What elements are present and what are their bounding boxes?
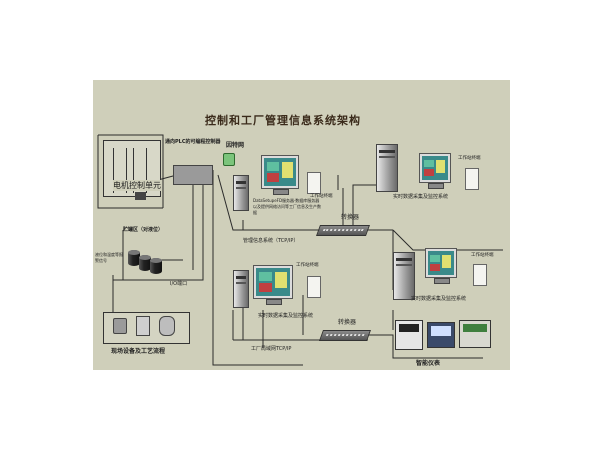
io-port-label: I/O端口 [170,281,188,287]
realtime-mid-right-label: 实时数据采集及监控系统 [411,296,467,302]
realtime-center-stand [266,299,282,305]
smart-instruments-label: 智能仪表 [416,360,441,367]
flowmeter-icon [159,316,175,336]
realtime-top-right-tower [376,144,398,192]
switch-top-label: 转换器 [341,214,360,221]
realtime-mid-right-tower [393,252,415,300]
printer-top-center [307,172,321,194]
architecture-diagram: 控制和工厂管理信息系统架构 电机控制单元 通向PLC的可编程控制器 因特网 工作… [93,80,510,370]
actuator-icon [136,316,150,336]
motor-icon [135,192,146,200]
mgmt-network-label: 管理信息系统（TCP/IP） [243,238,299,244]
storage-area-label: 贮罐区（对液位） [123,227,164,233]
realtime-center-monitor [253,265,293,299]
gateway-plc [173,165,213,185]
printer-bottom-center [307,276,321,298]
realtime-mid-right-monitor [425,248,457,278]
printer-top-right-label: 工作站终端 [458,156,481,161]
printer-top-center-label: 工作站终端 [310,194,333,199]
motor-cabinet-door-right [133,148,147,193]
realtime-top-right-monitor [419,153,451,183]
storage-desc: 液位和温度等报警信号 [95,252,123,263]
internet-icon [223,153,235,166]
gateway-label: 通向PLC的可编程控制器 [165,139,221,145]
valve-icon [113,318,127,334]
instrument-3 [459,320,491,348]
switch-bottom [318,330,372,341]
internet-label: 因特网 [226,142,245,149]
tank-1 [128,250,140,266]
realtime-center-label: 实时数据采集及监控系统 [258,313,314,319]
printer-mid-right-label: 工作站终端 [471,253,494,258]
motor-unit-label: 电机控制单元 [113,180,161,191]
printer-bottom-center-label: 工作站终端 [296,263,319,268]
instrument-2 [427,322,455,348]
mgmt-server-tower [233,175,249,211]
tank-3 [150,258,162,274]
mgmt-server-desc: DataSetupeFD服务器·数据库服务器以及提供网络访问等工厂信息及生产数据 [253,198,321,215]
tank-2 [139,255,151,271]
realtime-top-right-label: 实时数据采集及监控系统 [393,194,449,200]
field-network-label: 工厂局域网TCP/IP [251,346,292,352]
switch-top [315,225,371,236]
mgmt-monitor [261,155,299,189]
diagram-title: 控制和工厂管理信息系统架构 [205,114,361,127]
switch-bottom-label: 转换器 [338,319,357,326]
mgmt-monitor-stand [273,189,289,195]
instrument-1 [395,320,423,350]
field-equipment-label: 现场设备及工艺流程 [111,348,166,355]
printer-mid-right [473,264,487,286]
realtime-top-right-stand [428,183,444,189]
motor-cabinet-door-left [113,148,127,193]
printer-top-right [465,168,479,190]
realtime-center-tower [233,270,249,308]
realtime-mid-right-stand [434,278,450,284]
